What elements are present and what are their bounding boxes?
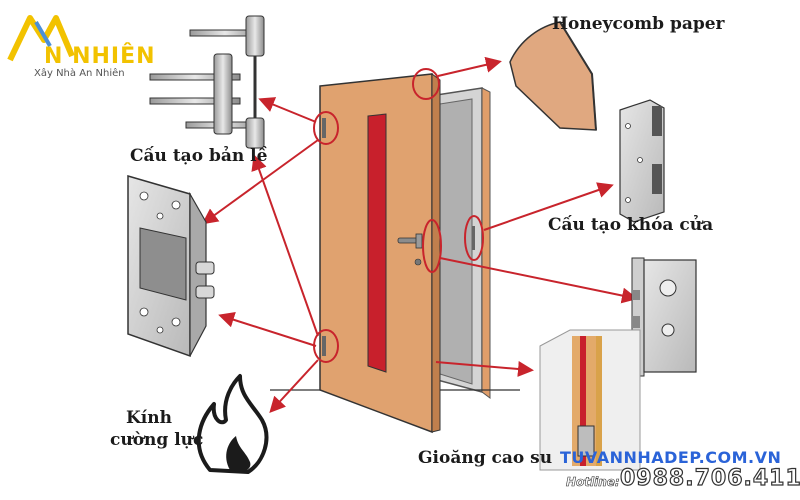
hinge-plate-illustration [127,175,215,358]
hotline-label: Hotline: [566,475,620,490]
honeycomb-paper-illustration [509,21,597,131]
hotline-number: 0988.706.411 [619,465,800,491]
honeycomb-circle [412,68,440,100]
hinge-top-circle [313,111,339,145]
brand-logo-icon [7,15,75,62]
brand-logo-text: N NHIÊN [44,44,156,69]
label-rubber-gasket: Gioăng cao su [418,448,553,468]
rubber-gasket-illustration [539,329,641,471]
lock-door-circle [422,219,442,273]
label-glass-line1: Kính [126,408,172,428]
label-hinge-structure: Cấu tạo bản lề [130,146,268,166]
label-lock-structure: Cấu tạo khóa cửa [548,215,714,235]
door-frame [429,87,491,399]
hinge-marks [322,118,475,356]
fire-icon [196,374,269,474]
callout-arrows [201,56,638,413]
brand-tagline: Xây Nhà An Nhiên [34,68,125,79]
hinge-parts-illustration [149,15,265,149]
lock-frame-circle [464,215,484,261]
label-glass-line2: cường lực [110,430,204,450]
mortise-lock-illustration [631,257,697,377]
door-leaf [319,73,441,434]
lock-strike-plate-illustration [619,99,665,223]
door-handle-icon [397,233,423,266]
website-url: TUVANNHADEP.COM.VN [560,448,782,467]
label-honeycomb-paper: Honeycomb paper [552,14,725,34]
